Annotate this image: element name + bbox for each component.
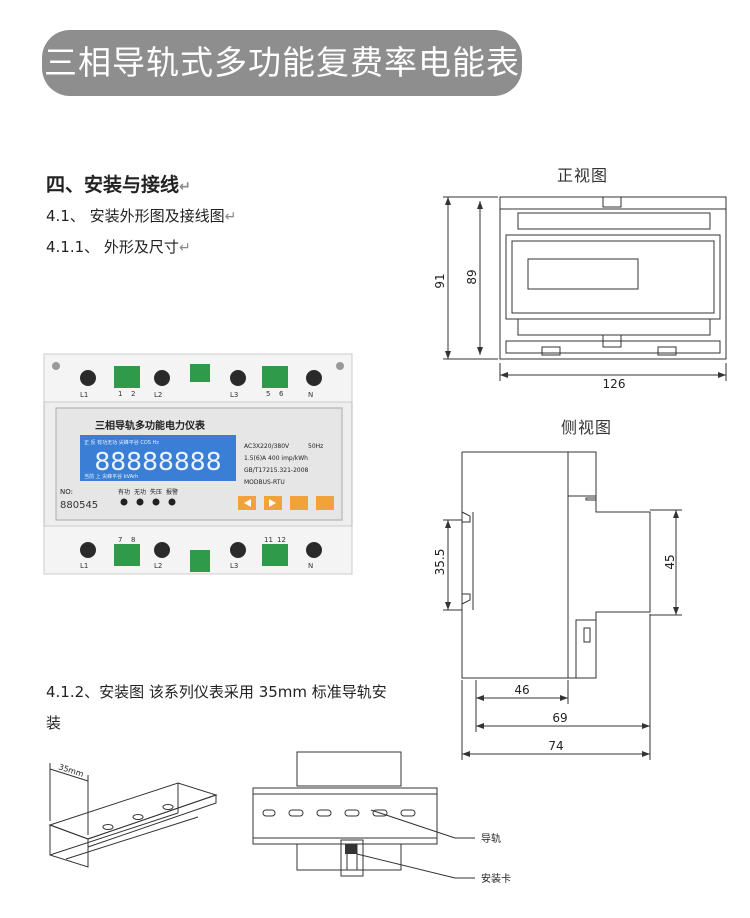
terminal-number: 11 xyxy=(264,536,273,544)
terminal-label: L1 xyxy=(80,391,88,399)
spec-protocol: MODBUS-RTU xyxy=(244,479,285,486)
meter-label: 三相导轨多功能电力仪表 xyxy=(95,419,206,432)
spec-standard: GB/T17215.321-2008 xyxy=(244,467,309,474)
label-clip: 安装卡 xyxy=(481,872,511,885)
spec-current: 1.5(6)A 400 imp/kWh xyxy=(244,455,308,462)
subsection-4-1-2-line1: 4.1.2、安装图 该系列仪表采用 35mm 标准导轨安 xyxy=(46,683,387,701)
dim-45: 45 xyxy=(663,554,677,569)
meter-photo: L1 L2 L3 N L1 L2 L3 N 1 2 5 6 7 8 11 12 … xyxy=(43,353,353,575)
lcd-top-text: 正 反 有功无功 尖峰平谷 COS Hz xyxy=(84,439,159,446)
spec-frequency: 50Hz xyxy=(308,443,323,450)
terminal-label: L2 xyxy=(154,391,162,399)
front-view-drawing: 91 89 126 xyxy=(433,196,727,390)
terminal-block-top xyxy=(114,366,140,388)
lcd-bottom-text: 当前 上 尖峰平谷 kVArh xyxy=(84,473,138,480)
return-mark: ↵ xyxy=(178,240,191,256)
serial-label: NO: xyxy=(60,488,73,496)
led-indicator xyxy=(120,498,128,506)
led-indicator xyxy=(168,498,176,506)
terminal-label: L3 xyxy=(230,562,238,570)
return-mark: ↵ xyxy=(224,209,237,225)
dim-89: 89 xyxy=(465,269,479,284)
subsection-4-1-1: 4.1.1、 外形及尺寸↵ xyxy=(46,236,191,257)
label-rail: 导轨 xyxy=(481,832,501,845)
led-label: 报警 xyxy=(166,488,178,496)
terminal-number: 6 xyxy=(279,390,284,398)
led-label: 失压 xyxy=(150,488,162,496)
section-heading: 四、安装与接线↵ xyxy=(46,170,191,197)
terminal-label: L1 xyxy=(80,562,88,570)
dim-91: 91 xyxy=(433,273,447,288)
dim-69: 69 xyxy=(552,711,567,725)
led-indicator xyxy=(136,498,144,506)
dim-46: 46 xyxy=(514,683,529,697)
rail-dim-label: 35mm xyxy=(57,762,84,779)
left-arrow-icon xyxy=(244,499,251,507)
terminal-block-top xyxy=(262,366,288,388)
lcd-screen xyxy=(80,435,236,481)
subsection-4-1-text: 4.1、 安装外形图及接线图 xyxy=(46,207,225,225)
terminal-number: 8 xyxy=(131,536,135,544)
terminal-number: 5 xyxy=(266,390,270,398)
terminal-block-top xyxy=(190,364,210,382)
din-rail-drawing: 35mm xyxy=(48,762,218,868)
dim-35-5: 35.5 xyxy=(433,549,447,576)
right-arrow-icon xyxy=(269,499,276,507)
led-indicator xyxy=(152,498,160,506)
terminal-block-bottom xyxy=(262,544,288,566)
serial-number: 880545 xyxy=(60,500,98,511)
terminal-label: N xyxy=(308,391,313,399)
enter-button[interactable] xyxy=(316,496,334,510)
terminal-label: L3 xyxy=(230,391,238,399)
terminal-label: N xyxy=(308,562,313,570)
subsection-4-1-2-line2: 装 xyxy=(46,714,62,732)
lcd-digits: 88888888 xyxy=(94,447,221,476)
spec-voltage: AC3X220/380V xyxy=(244,443,290,450)
page-title: 三相导轨式多功能复费率电能表 xyxy=(42,30,522,96)
subsection-4-1-1-text: 4.1.1、 外形及尺寸 xyxy=(46,238,179,256)
menu-button[interactable] xyxy=(290,496,308,510)
install-drawing: 导轨 安装卡 xyxy=(252,751,511,885)
subsection-4-1: 4.1、 安装外形图及接线图↵ xyxy=(46,205,236,226)
side-view-caption: 侧视图 xyxy=(561,418,613,437)
return-mark: ↵ xyxy=(179,179,191,195)
terminal-label: L2 xyxy=(154,562,162,570)
section-heading-text: 四、安装与接线 xyxy=(46,174,180,196)
terminal-number: 2 xyxy=(131,390,135,398)
terminal-block-bottom xyxy=(114,544,140,566)
side-view-drawing: 35.5 45 46 69 74 xyxy=(433,451,682,760)
led-label: 有功 xyxy=(118,488,130,496)
terminal-block-bottom xyxy=(190,550,210,572)
terminal-number: 7 xyxy=(118,536,122,544)
led-label: 无功 xyxy=(134,488,146,496)
terminal-number: 12 xyxy=(277,536,286,544)
dim-74: 74 xyxy=(548,739,563,753)
terminal-number: 1 xyxy=(118,390,122,398)
front-view-caption: 正视图 xyxy=(557,166,609,185)
dim-126: 126 xyxy=(603,377,626,390)
